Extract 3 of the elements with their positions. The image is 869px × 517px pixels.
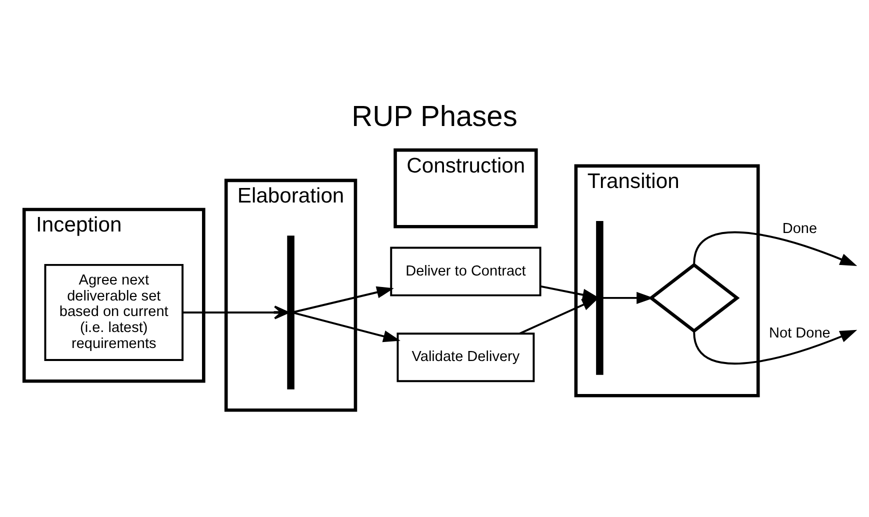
edge-label: Not Done (769, 324, 830, 341)
edge-label: Done (782, 220, 818, 236)
diagram-title: RUP Phases (352, 100, 518, 132)
